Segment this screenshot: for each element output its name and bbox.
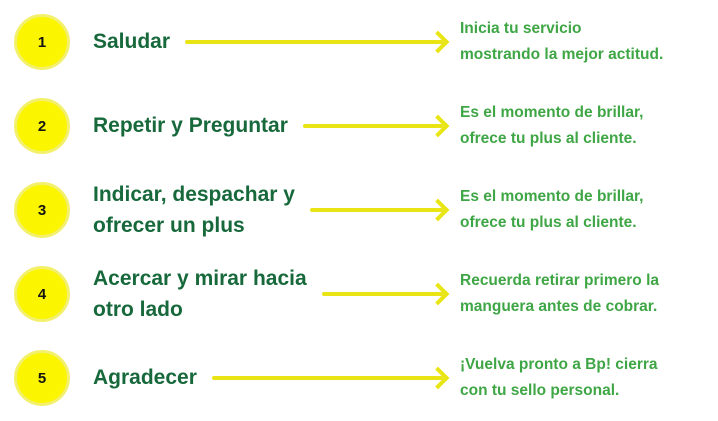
- arrow-head: [426, 282, 450, 306]
- arrow-right-icon: [185, 30, 450, 54]
- step-description: Recuerda retirar primero la manguera ant…: [460, 271, 660, 315]
- step-description: Es el momento de brillar, ofrece tu plus…: [460, 103, 644, 147]
- step-number: 1: [37, 33, 47, 51]
- arrow-right-icon: [321, 282, 450, 306]
- step-number: 3: [37, 201, 47, 219]
- arrow-right-icon: [309, 198, 450, 222]
- step-number: 2: [37, 117, 47, 135]
- step-description: Es el momento de brillar, ofrece tu plus…: [460, 187, 644, 231]
- step-number-badge: 5: [14, 350, 70, 406]
- arrow-right-icon: [302, 114, 450, 138]
- step-title: Saludar: [93, 30, 171, 54]
- step-row-3: 3 Indicar, despachar y ofrecer un plus E…: [0, 168, 718, 252]
- step-row-2: 2 Repetir y Preguntar Es el momento de b…: [0, 84, 718, 168]
- arrow-head: [426, 366, 450, 390]
- arrow-line: [321, 292, 443, 296]
- step-title: Indicar, despachar y ofrecer un plus: [93, 182, 295, 238]
- step-number-badge: 3: [14, 182, 70, 238]
- arrow-head: [426, 30, 450, 54]
- arrow-line: [211, 376, 443, 380]
- arrow-line: [302, 124, 443, 128]
- step-number-badge: 1: [14, 14, 70, 70]
- step-number-badge: 4: [14, 266, 70, 322]
- step-description: Inicia tu servicio mostrando la mejor ac…: [460, 19, 664, 63]
- arrow-head: [426, 198, 450, 222]
- step-title: Acercar y mirar hacia otro lado: [93, 266, 307, 322]
- arrow-line: [309, 208, 443, 212]
- step-row-1: 1 Saludar Inicia tu servicio mostrando l…: [0, 0, 718, 84]
- step-description: ¡Vuelva pronto a Bp! cierra con tu sello…: [460, 355, 658, 399]
- arrow-head: [426, 114, 450, 138]
- step-number: 5: [37, 369, 47, 387]
- step-row-5: 5 Agradecer ¡Vuelva pronto a Bp! cierra …: [0, 336, 718, 420]
- step-number-badge: 2: [14, 98, 70, 154]
- step-row-4: 4 Acercar y mirar hacia otro lado Recuer…: [0, 252, 718, 336]
- arrow-right-icon: [211, 366, 450, 390]
- step-title: Agradecer: [93, 366, 197, 390]
- step-title: Repetir y Preguntar: [93, 114, 288, 138]
- step-number: 4: [37, 285, 47, 303]
- arrow-line: [185, 40, 443, 44]
